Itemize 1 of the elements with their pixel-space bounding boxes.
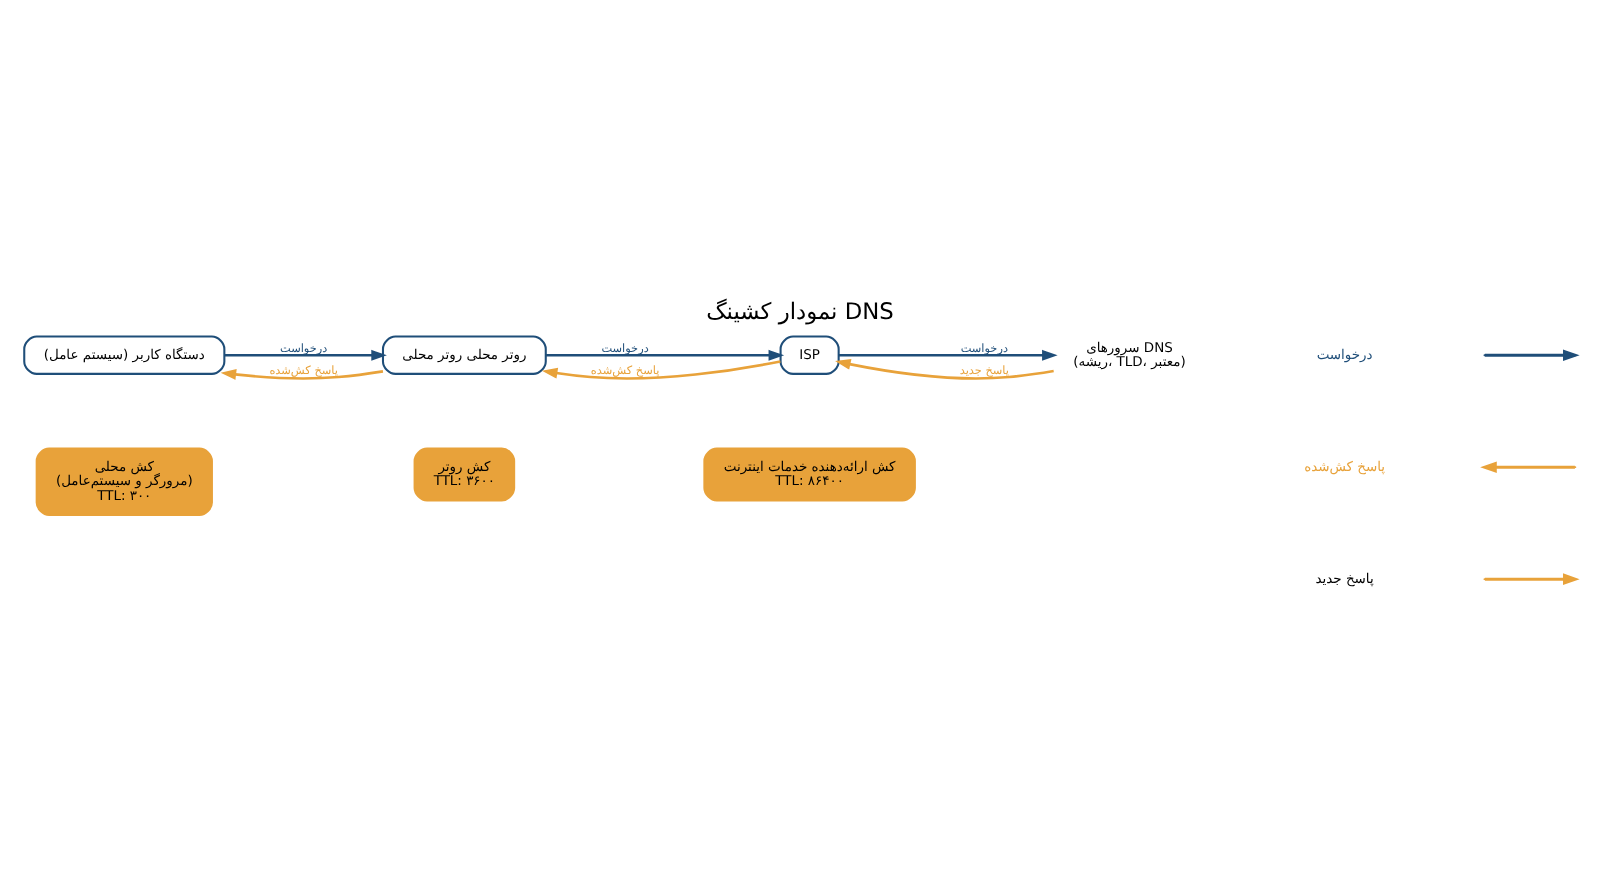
diagram-title: نمودار کشینگ DNS <box>706 296 894 325</box>
